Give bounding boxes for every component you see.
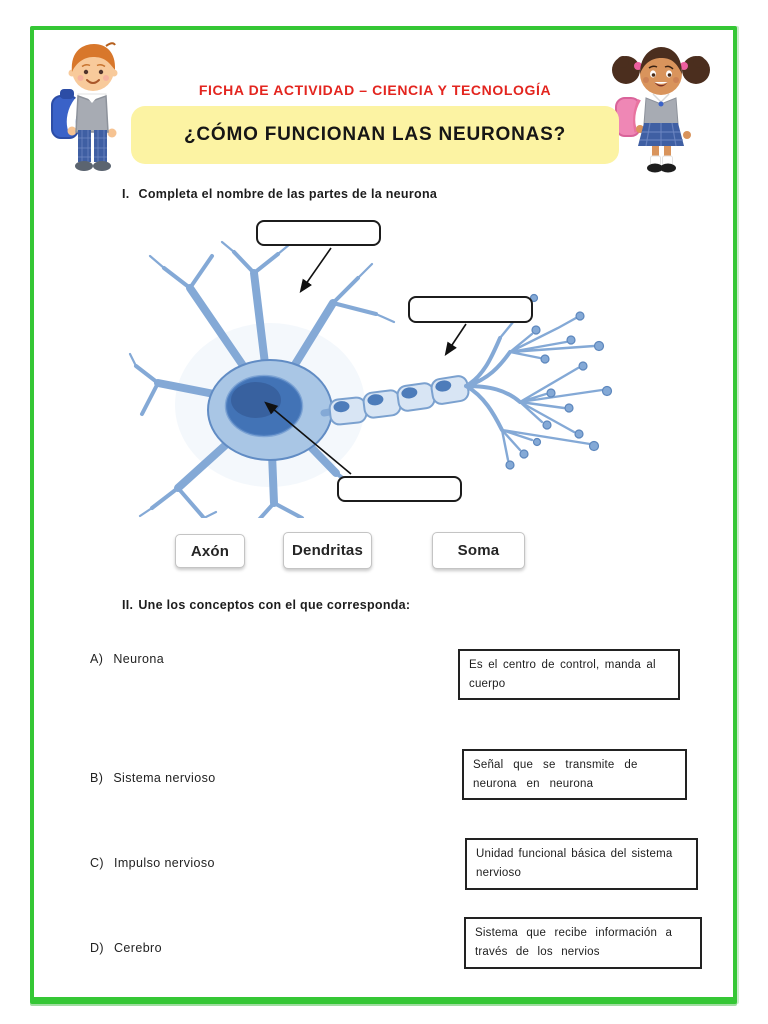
green-border-frame bbox=[30, 26, 737, 1004]
girl-head bbox=[640, 47, 682, 95]
term-letter: C) bbox=[90, 856, 104, 870]
term-cerebro[interactable]: D) Cerebro bbox=[90, 941, 162, 955]
section1-heading-text: Completa el nombre de las partes de la n… bbox=[138, 187, 438, 201]
word-chip-soma[interactable]: Soma bbox=[432, 532, 525, 569]
definition-box-4[interactable]: Sistema que recibe información a través … bbox=[464, 917, 702, 969]
section2-heading-text: Une los conceptos con el que corresponda… bbox=[138, 598, 411, 612]
section2-heading: II. Une los conceptos con el que correspo… bbox=[122, 598, 410, 612]
term-sistema-nervioso[interactable]: B) Sistema nervioso bbox=[90, 771, 216, 785]
term-letter: A) bbox=[90, 652, 104, 666]
boy-student-illustration bbox=[51, 42, 118, 171]
term-text: Sistema nervioso bbox=[113, 771, 216, 785]
girl-body bbox=[635, 93, 691, 173]
term-impulso-nervioso[interactable]: C) Impulso nervioso bbox=[90, 856, 215, 870]
term-text: Cerebro bbox=[114, 941, 162, 955]
definition-box-2[interactable]: Señal que se transmite de neurona en neu… bbox=[462, 749, 687, 801]
term-text: Impulso nervioso bbox=[114, 856, 215, 870]
section1-heading: I. Completa el nombre de las partes de la… bbox=[122, 187, 437, 201]
answer-box-soma[interactable] bbox=[337, 476, 462, 502]
term-letter: D) bbox=[90, 941, 104, 955]
page-title: ¿CÓMO FUNCIONAN LAS NEURONAS? bbox=[183, 124, 567, 145]
neuron-soma bbox=[207, 359, 333, 461]
neuron-axon-terminals bbox=[464, 293, 613, 470]
definition-box-1[interactable]: Es el centro de control, manda al cuerpo bbox=[458, 649, 680, 701]
title-banner: ¿CÓMO FUNCIONAN LAS NEURONAS? bbox=[131, 106, 619, 164]
word-chip-dendritas[interactable]: Dendritas bbox=[283, 532, 372, 569]
term-neurona[interactable]: A) Neurona bbox=[90, 652, 164, 666]
girl-student-illustration bbox=[612, 47, 710, 173]
section2-numeral: II. bbox=[122, 598, 134, 612]
boy-head bbox=[68, 42, 118, 91]
girl-hair bbox=[612, 56, 710, 84]
neuron-diagram-illustration bbox=[128, 240, 613, 518]
subject-line: FICHA DE ACTIVIDAD – CIENCIA Y TECNOLOGÍ… bbox=[198, 82, 552, 98]
answer-box-dendrites[interactable] bbox=[256, 220, 381, 246]
term-letter: B) bbox=[90, 771, 104, 785]
boy-body bbox=[66, 93, 118, 171]
answer-box-axon[interactable] bbox=[408, 296, 533, 323]
section1-numeral: I. bbox=[122, 187, 130, 201]
term-text: Neurona bbox=[113, 652, 165, 666]
definition-box-3[interactable]: Unidad funcional básica del sistema nerv… bbox=[465, 838, 698, 890]
word-chip-axon[interactable]: Axón bbox=[175, 534, 245, 568]
